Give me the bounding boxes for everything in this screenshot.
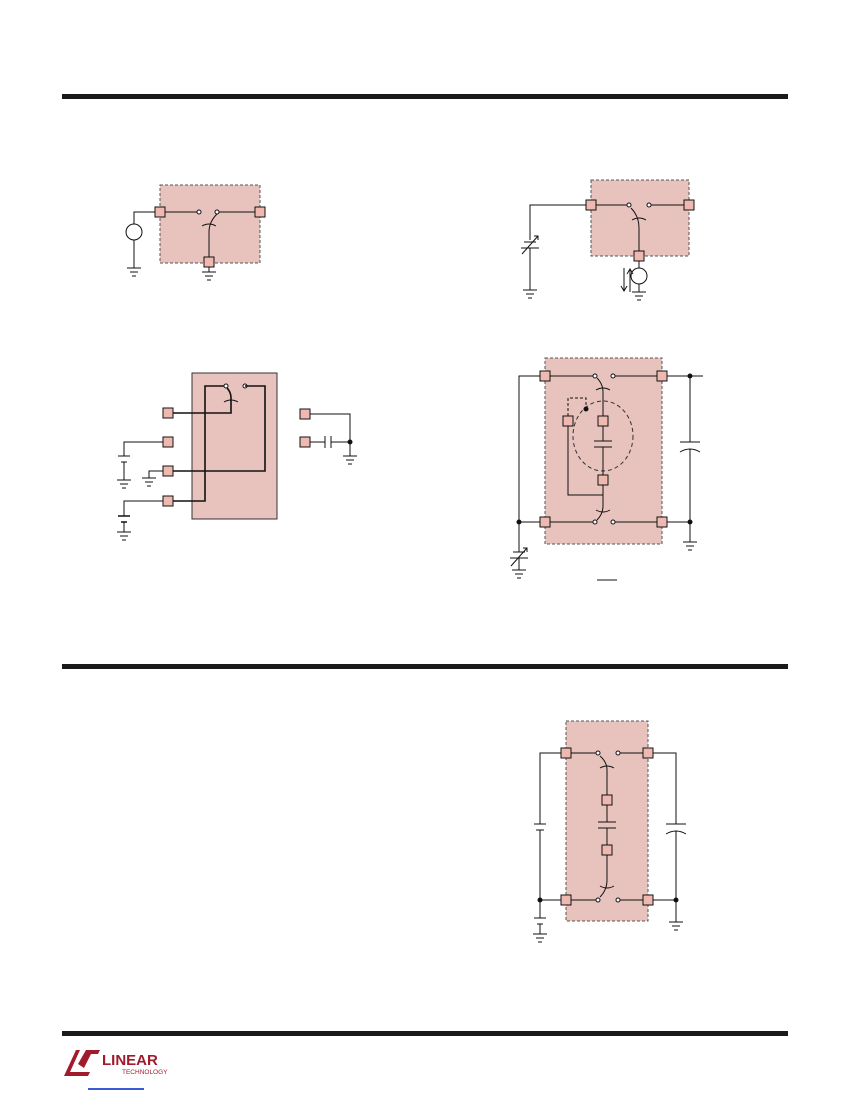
battery-symbol [118, 515, 130, 523]
capacitor-symbol [653, 752, 687, 901]
source-symbol [125, 223, 143, 241]
pin [683, 199, 695, 211]
pin [601, 844, 613, 856]
pin [601, 794, 613, 806]
ground-symbol [512, 558, 526, 579]
ground-symbol [117, 462, 131, 489]
pin [162, 495, 174, 507]
capacitor-symbol [598, 805, 616, 845]
footer-link-underline[interactable] [88, 1088, 144, 1090]
ground-symbol [117, 522, 131, 541]
switch-arm [173, 387, 232, 414]
linear-technology-logo: LINEAR TECHNOLOGY [64, 1050, 168, 1076]
diagram-5 [533, 720, 687, 943]
switch-contact [196, 209, 202, 215]
switch-arm [596, 377, 604, 416]
pin [642, 747, 654, 759]
section-rule-middle [62, 664, 788, 669]
section-rule-top [62, 94, 788, 99]
switch-contact [626, 202, 632, 208]
ground-symbol [142, 470, 163, 487]
pin [299, 436, 311, 448]
ground-symbol [669, 900, 683, 931]
switch-contact [646, 202, 652, 208]
ground-symbol [127, 267, 141, 277]
pin [656, 370, 668, 382]
pin [162, 465, 174, 477]
pin [254, 206, 266, 218]
battery-symbol [118, 455, 130, 463]
package-outline [191, 372, 278, 520]
pin [585, 199, 597, 211]
diagram-4 [510, 357, 703, 581]
pin [162, 436, 174, 448]
pin [539, 370, 551, 382]
pin [597, 474, 609, 486]
pin [299, 408, 311, 420]
section-rule-bottom [62, 1031, 788, 1036]
pin [562, 415, 574, 427]
pin [154, 206, 166, 218]
battery-symbol [534, 752, 561, 901]
battery-symbol [510, 522, 528, 559]
ground-symbol [533, 933, 547, 943]
current-source-symbol [630, 267, 648, 285]
arrows-icon [620, 268, 634, 292]
logo-subtitle: TECHNOLOGY [122, 1069, 168, 1076]
capacitor-symbol [310, 436, 350, 448]
switch-contact [223, 383, 229, 389]
ground-symbol [632, 284, 646, 301]
switch-arm [599, 755, 608, 795]
pin [656, 516, 668, 528]
pin [560, 894, 572, 906]
pin [203, 256, 215, 268]
pin [633, 250, 645, 262]
pin [560, 747, 572, 759]
diagram-2 [521, 179, 695, 301]
pin [597, 415, 609, 427]
switch-arm [596, 485, 604, 521]
capacitor-symbol [594, 426, 612, 475]
diagram-3 [117, 372, 357, 541]
logo-mark [64, 1050, 90, 1076]
ground-symbol [343, 442, 357, 465]
ground-symbol [202, 267, 216, 281]
pin [162, 407, 174, 419]
ground-symbol [683, 522, 697, 551]
ground-symbol [523, 289, 537, 299]
diagram-1 [125, 184, 266, 281]
switch-contact [214, 209, 220, 215]
logo-wordmark: LINEAR [102, 1052, 158, 1069]
pin [539, 516, 551, 528]
pin [642, 894, 654, 906]
capacitor-symbol [679, 376, 701, 522]
